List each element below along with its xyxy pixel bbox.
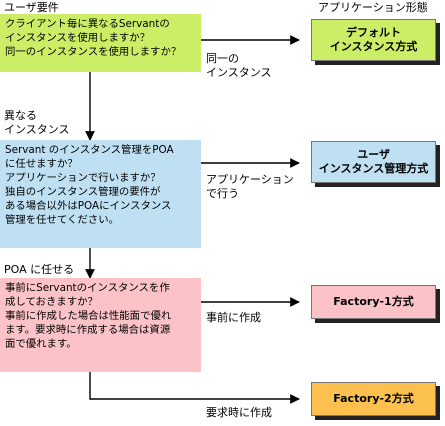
label-leave-to-poa: POA に任せる — [4, 263, 75, 276]
question-line: 同一のインスタンスを使用しますか？ — [5, 46, 182, 58]
question-line: アプリケーションで行いますか？ — [5, 172, 161, 184]
question-line: クライアント毎に異なるServantの — [5, 18, 170, 30]
question-line: 独自のインスタンス管理の要件が — [5, 186, 161, 198]
question-line: 成しておきますか？ — [5, 296, 98, 308]
question-line: Servant のインスタンス管理をPOA — [5, 144, 174, 156]
result-user-instance-management: ユーザ インスタンス管理方式 — [311, 141, 436, 183]
question-line: ます。要求時に作成する場合は資源 — [5, 324, 171, 336]
question-line: 管理を任せてください。 — [5, 214, 119, 226]
question-box-create-beforehand: 事前にServantのインスタンスを作 成しておきますか？ 事前に作成した場合は… — [0, 278, 201, 372]
arrow-q3-to-factory2 — [89, 372, 300, 404]
label-application-does: アプリケーション で行う — [206, 173, 294, 200]
question-line: 事前にServantのインスタンスを作 — [5, 282, 170, 294]
label-different-instance: 異なる インスタンス — [4, 109, 70, 136]
label-create-on-request: 要求時に作成 — [206, 406, 272, 419]
result-factory-1: Factory-1方式 — [311, 285, 436, 319]
result-line: ユーザ — [357, 148, 390, 161]
question-line: 事前に作成した場合は性能面で優れ — [5, 310, 172, 322]
result-factory-2: Factory-2方式 — [311, 382, 436, 416]
header-application-form: アプリケーション形態 — [318, 1, 428, 14]
result-line: インスタンス方式 — [329, 40, 418, 53]
question-line: インスタンスを使用しますか？ — [5, 32, 151, 44]
header-user-requirement: ユーザ要件 — [4, 1, 59, 14]
question-line: ある場合以外はPOAにインスタンス — [5, 200, 172, 212]
label-same-instance: 同一の インスタンス — [206, 52, 272, 79]
result-line: インスタンス管理方式 — [318, 162, 429, 175]
result-line: Factory-1方式 — [333, 295, 414, 308]
result-default-instance: デフォルト インスタンス方式 — [311, 19, 436, 61]
result-line: Factory-2方式 — [333, 392, 414, 405]
question-box-instance-management: Servant のインスタンス管理をPOA に任せますか？ アプリケーションで行… — [0, 140, 201, 248]
label-create-beforehand: 事前に作成 — [206, 311, 261, 324]
question-box-instance-per-client: クライアント毎に異なるServantの インスタンスを使用しますか？ 同一のイン… — [0, 14, 201, 72]
result-line: デフォルト — [346, 26, 401, 39]
question-line: に任せますか？ — [5, 158, 78, 170]
question-line: 面で優れます。 — [5, 338, 77, 350]
